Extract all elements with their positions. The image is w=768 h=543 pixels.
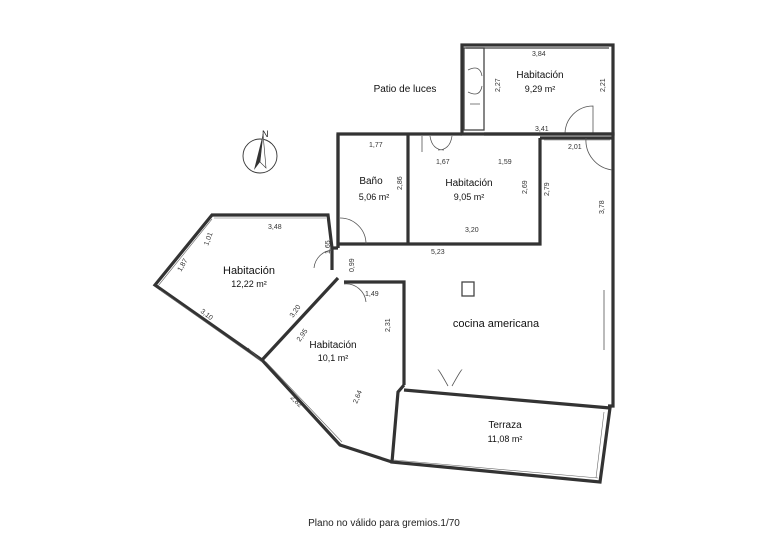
- lower-bedroom-area: 10,1 m²: [318, 353, 349, 363]
- compass-icon: N: [242, 129, 278, 174]
- dim-227: 2,27: [495, 78, 502, 92]
- terrace-area: 11,08 m²: [488, 434, 523, 444]
- dim-282: 2,82: [289, 394, 304, 409]
- terrace-label: Terraza: [488, 420, 522, 431]
- dim-167: 1,67: [436, 159, 450, 166]
- left-bedroom-label: Habitación: [223, 265, 275, 277]
- dim-101: 1,01: [203, 231, 214, 246]
- main-walls: [152, 132, 615, 484]
- dim-099: 0,99: [349, 258, 356, 272]
- dim-187: 1,87: [177, 258, 190, 273]
- dim-177: 1,77: [369, 142, 383, 149]
- patio-label: Patio de luces: [374, 84, 437, 95]
- lower-bedroom-label: Habitación: [309, 340, 356, 351]
- doors: [247, 135, 613, 387]
- dim-269: 2,69: [522, 180, 529, 194]
- mid-bedroom-label: Habitación: [445, 178, 492, 189]
- dim-378: 3,78: [599, 200, 606, 214]
- dim-286: 2,86: [397, 176, 404, 190]
- dim-201: 2,01: [568, 144, 582, 151]
- bathroom-area: 5,06 m²: [359, 192, 390, 202]
- compass-label: N: [262, 129, 269, 139]
- top-bedroom-label: Habitación: [516, 70, 563, 81]
- dim-295: 2,95: [296, 328, 310, 343]
- dimension-labels: 3,84 2,27 2,21 3,41 2,01 1,77 1,67 1,59 …: [177, 51, 607, 409]
- scale-note: Plano no válido para gremios.1/70: [308, 518, 460, 529]
- dim-159: 1,59: [498, 159, 512, 166]
- dim-264: 2,64: [352, 389, 364, 404]
- wall-hatching: [157, 139, 610, 479]
- dim-348: 3,48: [268, 224, 282, 231]
- dim-320a: 3,20: [465, 227, 479, 234]
- bathroom-label: Baño: [359, 176, 383, 187]
- dim-384: 3,84: [532, 51, 546, 58]
- door-top-bedroom: [564, 105, 594, 135]
- dim-221: 2,21: [600, 78, 607, 92]
- closet-top-bedroom: [463, 47, 485, 131]
- mid-bedroom-area: 9,05 m²: [454, 192, 485, 202]
- dim-523: 5,23: [431, 249, 445, 256]
- dim-341: 3,41: [535, 126, 549, 133]
- dim-279: 2,79: [544, 182, 551, 196]
- dim-165: 1,65: [325, 240, 332, 254]
- dim-231: 2,31: [385, 318, 392, 332]
- dim-149: 1,49: [365, 291, 379, 298]
- top-bedroom-area: 9,29 m²: [525, 84, 556, 94]
- kitchen-label: cocina americana: [453, 318, 540, 330]
- left-bedroom-area: 12,22 m²: [231, 279, 267, 289]
